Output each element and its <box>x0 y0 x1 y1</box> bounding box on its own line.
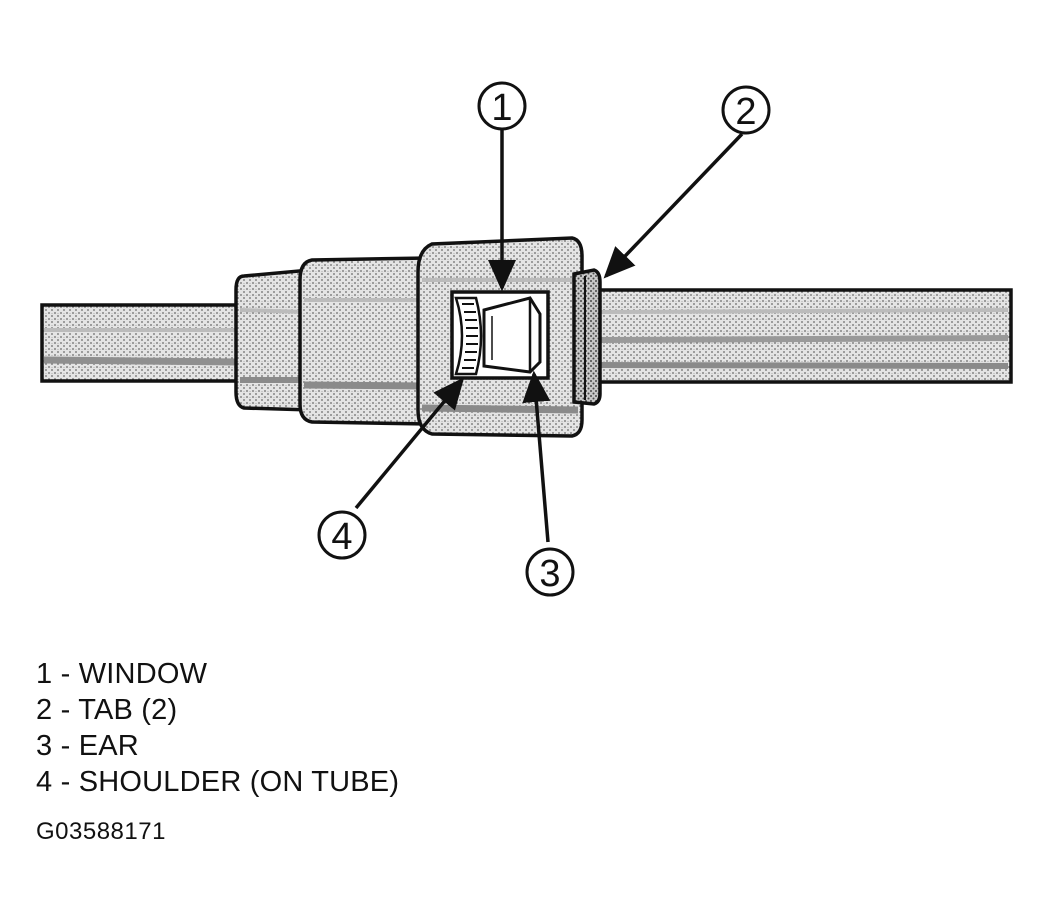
legend-separator: - <box>52 730 79 762</box>
fitting-collar <box>234 268 312 412</box>
tab-ring <box>572 268 602 406</box>
legend-separator: - <box>52 658 79 690</box>
callout-number-1: 1 <box>491 87 512 129</box>
fitting-body <box>298 256 430 426</box>
legend-item-2: 2 - TAB (2) <box>36 692 399 728</box>
window-opening <box>450 290 550 380</box>
callout-3: 3 <box>525 547 575 597</box>
legend-number: 2 <box>36 694 53 726</box>
legend-label: SHOULDER (ON TUBE) <box>78 766 400 798</box>
right-tube <box>594 288 1013 384</box>
ear <box>482 296 542 374</box>
legend-label: EAR <box>78 730 139 762</box>
leader-line-4 <box>354 377 465 510</box>
legend-separator: - <box>52 694 79 726</box>
shoulder-ribs <box>454 296 483 376</box>
leader-line-3 <box>522 370 551 543</box>
legend-label: TAB (2) <box>78 694 178 726</box>
callout-4: 4 <box>317 510 367 560</box>
callout-2: 2 <box>721 85 771 135</box>
legend: 1 - WINDOW 2 - TAB (2) 3 - EAR 4 - SHOUL… <box>36 656 399 800</box>
left-tube <box>40 303 244 383</box>
legend-separator: - <box>52 766 79 798</box>
legend-item-4: 4 - SHOULDER (ON TUBE) <box>36 764 399 800</box>
legend-number: 1 <box>36 658 53 690</box>
legend-item-3: 3 - EAR <box>36 728 399 764</box>
leader-lines <box>354 128 744 543</box>
callout-1: 1 <box>477 81 527 131</box>
quick-connect-fitting-diagram: 1 2 3 4 <box>40 81 1013 597</box>
legend-item-1: 1 - WINDOW <box>36 656 399 692</box>
legend-label: WINDOW <box>78 658 208 690</box>
callout-number-4: 4 <box>331 516 352 558</box>
legend-number: 3 <box>36 730 53 762</box>
callout-number-3: 3 <box>539 553 560 595</box>
legend-number: 4 <box>36 766 53 798</box>
figure-code: G03588171 <box>36 818 166 845</box>
callout-number-2: 2 <box>735 91 756 133</box>
leader-line-2 <box>603 132 744 279</box>
